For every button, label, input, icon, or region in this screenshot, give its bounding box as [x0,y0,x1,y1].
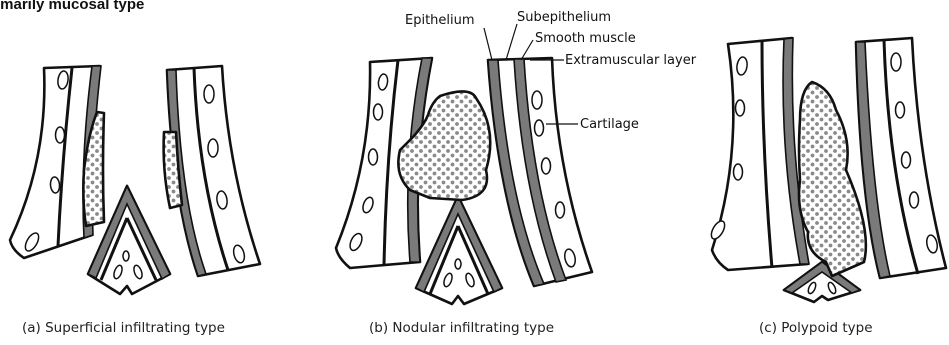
label-subepithelium: Subepithelium [517,10,611,25]
label-extramuscular-layer: Extramuscular layer [565,53,697,68]
caption-a: (a) Superficial infiltrating type [22,320,225,336]
panel-b-nodular: Epithelium Subepithelium Smooth muscle E… [336,10,697,304]
label-epithelium: Epithelium [405,13,475,28]
header-fragment: imarily mucosal type [0,0,144,13]
panel-c-left-wall [709,38,809,270]
caption-b: (b) Nodular infiltrating type [369,320,554,336]
panel-a-superficial [10,66,260,294]
panel-b-carina [416,196,502,304]
panel-a-right-wall [167,66,260,276]
label-smooth-muscle: Smooth muscle [535,31,636,46]
panel-c-polypoid [709,38,946,302]
caption-c: (c) Polypoid type [759,320,873,336]
panel-b-right-wall [488,58,592,286]
panel-c-right-wall [856,38,946,278]
panel-c-polypoid-tumor [799,82,866,276]
label-cartilage: Cartilage [580,117,639,132]
